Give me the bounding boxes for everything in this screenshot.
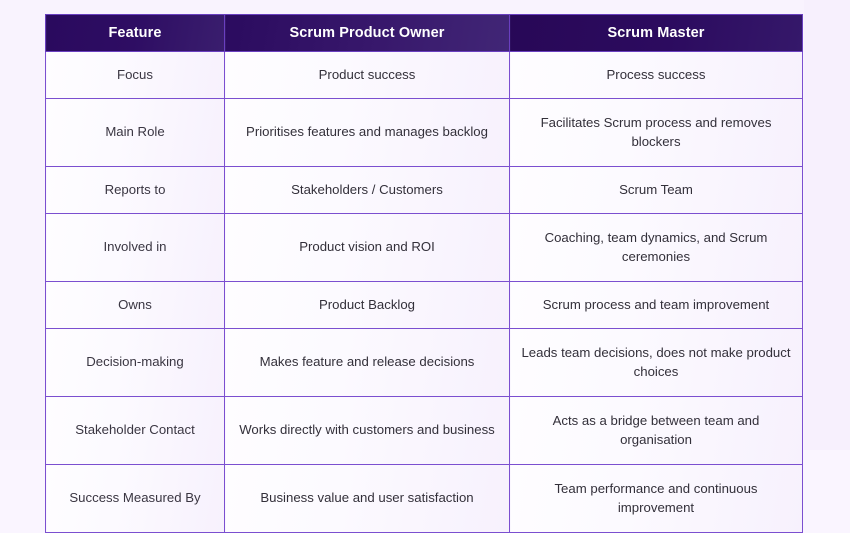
cell-scrum-master: Acts as a bridge between team and organi… — [509, 396, 803, 465]
cell-feature: Reports to — [45, 166, 225, 214]
cell-feature: Involved in — [45, 213, 225, 282]
cell-scrum-product-owner: Stakeholders / Customers — [224, 166, 510, 214]
cell-scrum-master: Scrum process and team improvement — [509, 281, 803, 329]
cell-scrum-product-owner: Business value and user satisfaction — [224, 464, 510, 533]
table-header: Feature Scrum Product Owner Scrum Master — [45, 14, 803, 52]
cell-scrum-product-owner: Makes feature and release decisions — [224, 328, 510, 397]
cell-feature: Main Role — [45, 98, 225, 167]
cell-scrum-product-owner: Product Backlog — [224, 281, 510, 329]
cell-scrum-master: Facilitates Scrum process and removes bl… — [509, 98, 803, 167]
table-header-row: Feature Scrum Product Owner Scrum Master — [45, 14, 803, 52]
cell-scrum-master: Scrum Team — [509, 166, 803, 214]
cell-scrum-product-owner: Works directly with customers and busine… — [224, 396, 510, 465]
page-right-band — [804, 0, 850, 450]
cell-scrum-product-owner: Prioritises features and manages backlog — [224, 98, 510, 167]
cell-scrum-product-owner: Product success — [224, 51, 510, 99]
cell-scrum-master: Coaching, team dynamics, and Scrum cerem… — [509, 213, 803, 282]
comparison-table-container: Feature Scrum Product Owner Scrum Master… — [45, 14, 803, 533]
column-header-feature: Feature — [45, 14, 225, 52]
comparison-table: Feature Scrum Product Owner Scrum Master… — [45, 14, 803, 533]
column-header-scrum-master: Scrum Master — [509, 14, 803, 52]
cell-scrum-master: Team performance and continuous improvem… — [509, 464, 803, 533]
cell-feature: Focus — [45, 51, 225, 99]
cell-feature: Stakeholder Contact — [45, 396, 225, 465]
cell-feature: Decision-making — [45, 328, 225, 397]
cell-scrum-master: Process success — [509, 51, 803, 99]
cell-scrum-product-owner: Product vision and ROI — [224, 213, 510, 282]
cell-feature: Owns — [45, 281, 225, 329]
cell-scrum-master: Leads team decisions, does not make prod… — [509, 328, 803, 397]
column-header-scrum-product-owner: Scrum Product Owner — [224, 14, 510, 52]
cell-feature: Success Measured By — [45, 464, 225, 533]
page-root: Feature Scrum Product Owner Scrum Master… — [45, 0, 850, 533]
